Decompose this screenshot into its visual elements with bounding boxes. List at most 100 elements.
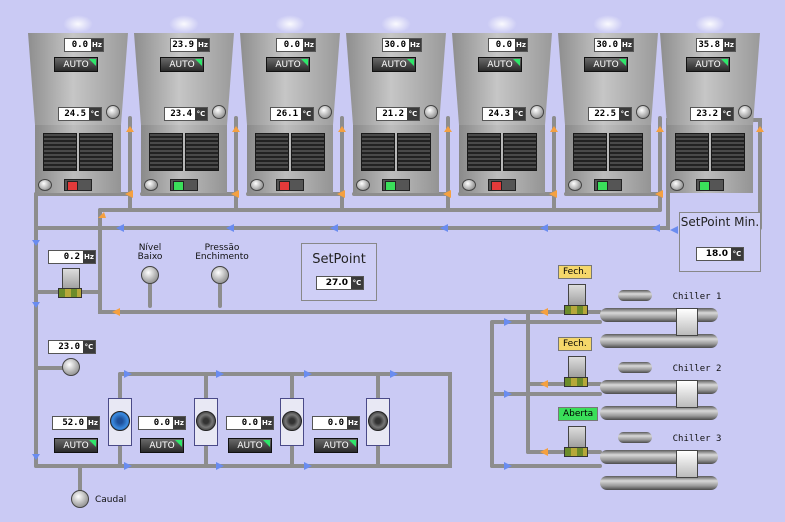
tower-temp-value: 23.4 bbox=[170, 109, 192, 119]
pump-mode-button[interactable]: AUTO bbox=[228, 438, 272, 453]
pump-icon[interactable] bbox=[108, 398, 132, 446]
louver-icon bbox=[467, 133, 501, 171]
pump-mode-button[interactable]: AUTO bbox=[140, 438, 184, 453]
pump-icon[interactable] bbox=[194, 398, 218, 446]
mode-indicator-icon bbox=[195, 59, 202, 66]
level-switch-icon[interactable] bbox=[356, 179, 370, 191]
tower-temp-field: 23.4°C bbox=[164, 107, 208, 121]
tower-temp-field: 24.5°C bbox=[58, 107, 102, 121]
chiller-panel-icon bbox=[676, 450, 698, 478]
impeller-icon bbox=[110, 411, 130, 431]
temperature-probe-icon[interactable] bbox=[636, 105, 650, 119]
tower-status-lamp[interactable] bbox=[488, 179, 516, 191]
tower-status-lamp[interactable] bbox=[696, 179, 724, 191]
tower-status-lamp[interactable] bbox=[382, 179, 410, 191]
tower-status-lamp[interactable] bbox=[170, 179, 198, 191]
mode-indicator-icon bbox=[89, 440, 96, 447]
steam-icon bbox=[63, 15, 93, 33]
tower-mode-button[interactable]: AUTO bbox=[372, 57, 416, 72]
pump-mode-button[interactable]: AUTO bbox=[314, 438, 358, 453]
celsius-unit: °C bbox=[89, 108, 101, 120]
pump-icon[interactable] bbox=[280, 398, 304, 446]
hz-unit: Hz bbox=[409, 39, 421, 51]
level-switch-icon[interactable] bbox=[670, 179, 684, 191]
temperature-probe-icon[interactable] bbox=[530, 105, 544, 119]
celsius-unit: °C bbox=[619, 108, 631, 120]
level-switch-icon[interactable] bbox=[38, 179, 52, 191]
temperature-probe-icon[interactable] bbox=[212, 105, 226, 119]
flow-sensor-icon[interactable] bbox=[71, 490, 89, 508]
chiller-unit[interactable] bbox=[600, 362, 718, 422]
tower-basin bbox=[247, 125, 333, 193]
level-sensor-icon[interactable] bbox=[141, 266, 159, 284]
tower-mode-button[interactable]: AUTO bbox=[478, 57, 522, 72]
tower-mode-button[interactable]: AUTO bbox=[54, 57, 98, 72]
tower-hz-value: 0.0 bbox=[283, 40, 300, 50]
louver-icon bbox=[503, 133, 537, 171]
status-light-icon bbox=[597, 181, 608, 191]
level-switch-icon[interactable] bbox=[250, 179, 264, 191]
tower-status-lamp[interactable] bbox=[276, 179, 304, 191]
setpoint-field[interactable]: 27.0°C bbox=[316, 276, 364, 290]
compressor-icon bbox=[618, 290, 652, 301]
pump-mode-button[interactable]: AUTO bbox=[54, 438, 98, 453]
temperature-probe-icon[interactable] bbox=[106, 105, 120, 119]
temperature-sensor-icon[interactable] bbox=[62, 358, 80, 376]
mode-label: AUTO bbox=[381, 60, 407, 70]
temperature-probe-icon[interactable] bbox=[318, 105, 332, 119]
louver-icon bbox=[291, 133, 325, 171]
mode-indicator-icon bbox=[513, 59, 520, 66]
bypass-valve-icon[interactable] bbox=[58, 288, 82, 298]
chiller-valve-icon[interactable] bbox=[564, 377, 588, 387]
condenser-barrel bbox=[600, 308, 718, 322]
tower-temp-value: 23.2 bbox=[696, 109, 718, 119]
tower-status-lamp[interactable] bbox=[64, 179, 92, 191]
level-switch-icon[interactable] bbox=[462, 179, 476, 191]
mode-label: AUTO bbox=[169, 60, 195, 70]
compressor-icon bbox=[618, 362, 652, 373]
chiller-unit[interactable] bbox=[600, 432, 718, 492]
tower-mode-button[interactable]: AUTO bbox=[266, 57, 310, 72]
tower-mode-button[interactable]: AUTO bbox=[686, 57, 730, 72]
pressure-sensor-icon[interactable] bbox=[211, 266, 229, 284]
setpoint-min-field[interactable]: 18.0°C bbox=[696, 247, 744, 261]
supply-temp-field: 23.0°C bbox=[48, 340, 96, 354]
level-switch-icon[interactable] bbox=[144, 179, 158, 191]
tower-mode-button[interactable]: AUTO bbox=[584, 57, 628, 72]
status-light-icon bbox=[699, 181, 710, 191]
hz-unit: Hz bbox=[91, 39, 103, 51]
temperature-probe-icon[interactable] bbox=[424, 105, 438, 119]
level-switch-icon[interactable] bbox=[568, 179, 582, 191]
mode-indicator-icon bbox=[301, 59, 308, 66]
bypass-hz-value: 0.2 bbox=[63, 252, 80, 262]
tower-hz-value: 30.0 bbox=[384, 40, 406, 50]
celsius-unit: °C bbox=[195, 108, 207, 120]
chiller-panel-icon bbox=[676, 308, 698, 336]
mode-label: AUTO bbox=[237, 441, 263, 451]
tower-mode-button[interactable]: AUTO bbox=[160, 57, 204, 72]
impeller-icon bbox=[282, 411, 302, 431]
steam-icon bbox=[593, 15, 623, 33]
chiller-valve-icon[interactable] bbox=[564, 305, 588, 315]
chiller-valve-icon[interactable] bbox=[564, 447, 588, 457]
pump-hz-value: 0.0 bbox=[153, 418, 170, 428]
chiller-unit[interactable] bbox=[600, 290, 718, 350]
pump-icon[interactable] bbox=[366, 398, 390, 446]
status-light-icon bbox=[279, 181, 290, 191]
tower-temp-field: 26.1°C bbox=[270, 107, 314, 121]
tower-status-lamp[interactable] bbox=[594, 179, 622, 191]
celsius-unit: °C bbox=[351, 277, 363, 289]
temperature-probe-icon[interactable] bbox=[738, 105, 752, 119]
tower-temp-field: 22.5°C bbox=[588, 107, 632, 121]
louver-icon bbox=[675, 133, 709, 171]
louver-icon bbox=[397, 133, 431, 171]
condenser-barrel bbox=[600, 450, 718, 464]
louver-icon bbox=[185, 133, 219, 171]
steam-icon bbox=[381, 15, 411, 33]
